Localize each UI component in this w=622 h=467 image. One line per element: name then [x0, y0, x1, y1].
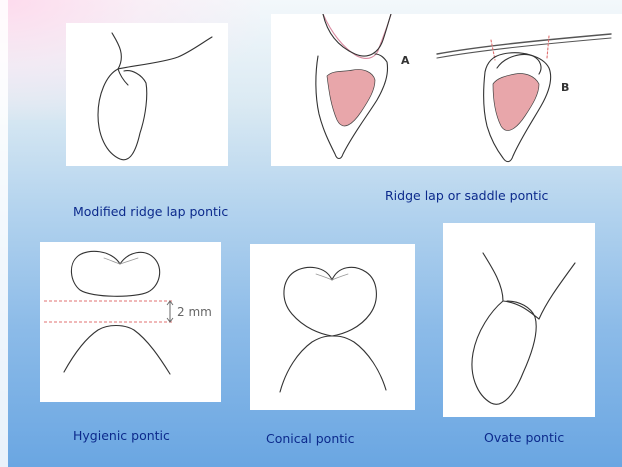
- figure-label-a: A: [401, 54, 410, 67]
- dimension-label: 2 mm: [177, 305, 212, 319]
- ovate-figure: [443, 223, 595, 417]
- hygienic-figure: 2 mm: [40, 242, 221, 402]
- modified-ridge-lap-drawing: [66, 23, 228, 166]
- conical-figure: [250, 244, 415, 410]
- slide-edge: [0, 0, 8, 467]
- modified-ridge-lap-figure: [66, 23, 228, 166]
- pulp-a: [327, 69, 375, 125]
- caption-hygienic: Hygienic pontic: [73, 428, 170, 443]
- ovate-drawing: [443, 223, 595, 417]
- caption-conical: Conical pontic: [266, 431, 355, 446]
- caption-ovate: Ovate pontic: [484, 430, 564, 445]
- ridge-lap-drawing: A B: [271, 14, 622, 166]
- caption-modified-ridge-lap: Modified ridge lap pontic: [73, 204, 228, 219]
- conical-drawing: [250, 244, 415, 410]
- hygienic-drawing: 2 mm: [40, 242, 221, 402]
- caption-ridge-lap-saddle: Ridge lap or saddle pontic: [385, 188, 548, 203]
- ridge-lap-figure: A B: [271, 14, 622, 166]
- figure-label-b: B: [561, 81, 569, 94]
